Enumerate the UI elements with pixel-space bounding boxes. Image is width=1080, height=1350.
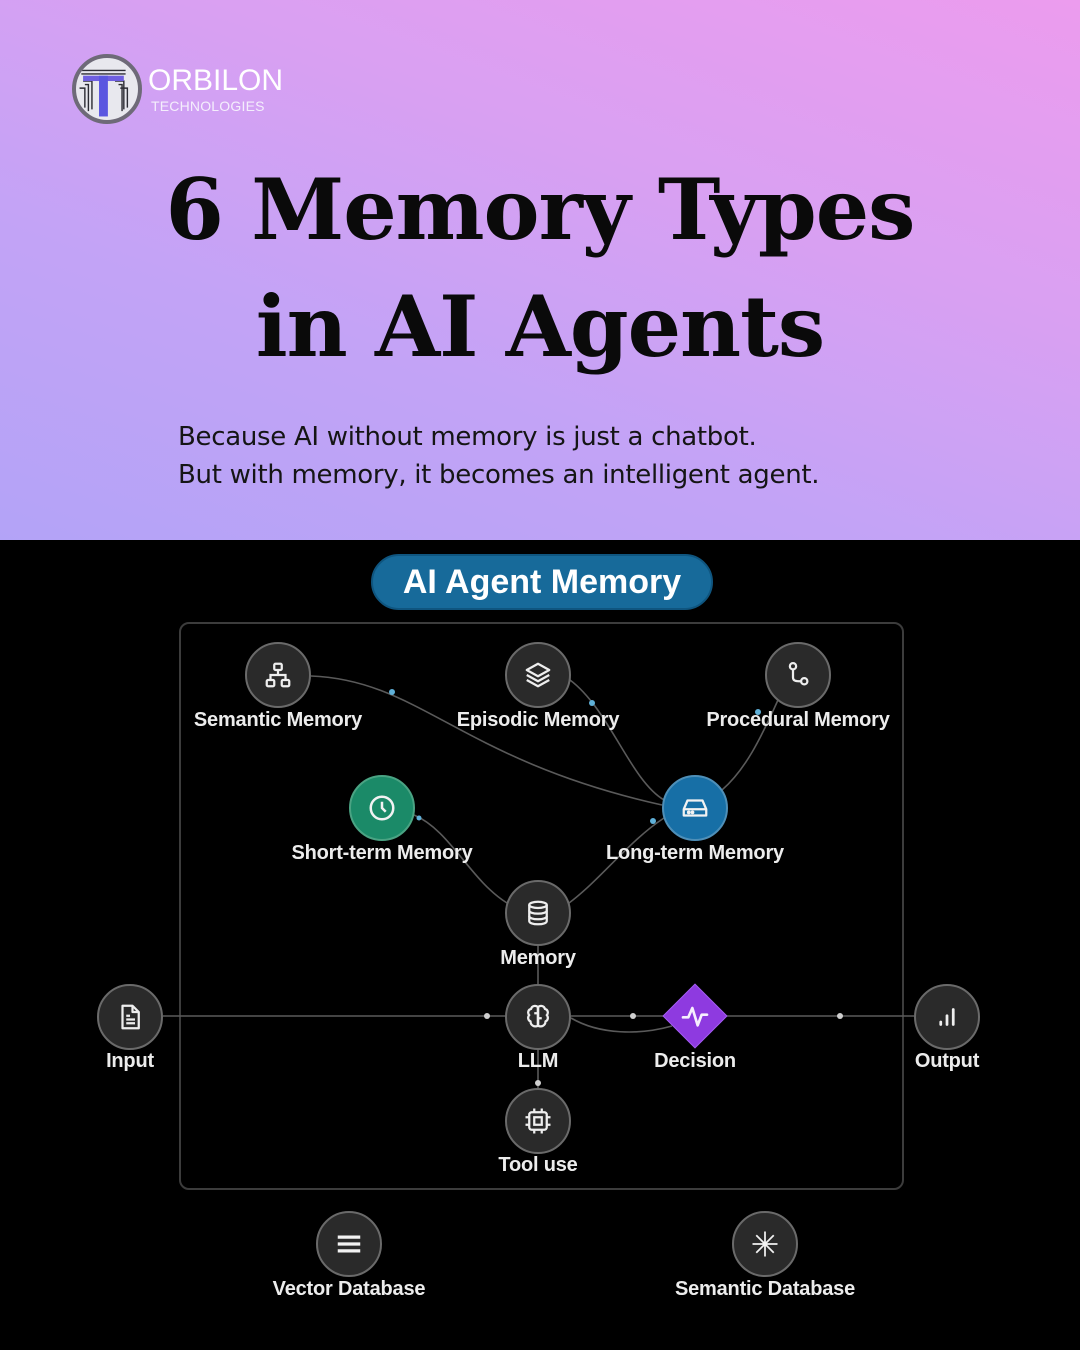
node-output[interactable] (914, 984, 980, 1050)
brand-logo: ORBILON TECHNOLOGIES (72, 54, 283, 124)
clock-icon (369, 795, 395, 821)
cpu-chip-icon (525, 1108, 551, 1134)
node-semantic-database[interactable] (732, 1211, 798, 1277)
label-procedural-memory: Procedural Memory (706, 709, 890, 731)
page-title-line-1: 6 Memory Types (165, 160, 916, 259)
subtitle-line-1: Because AI without memory is just a chat… (178, 422, 757, 452)
label-semantic-memory: Semantic Memory (193, 709, 363, 731)
label-decision: Decision (654, 1050, 736, 1072)
label-memory: Memory (500, 947, 576, 969)
document-icon (121, 1004, 140, 1030)
node-procedural-memory[interactable] (765, 642, 831, 708)
label-tool-use: Tool use (498, 1154, 578, 1176)
label-semantic-database: Semantic Database (674, 1278, 856, 1300)
diagram-title-badge: AI Agent Memory (371, 554, 713, 610)
subtitle: Because AI without memory is just a chat… (178, 418, 820, 494)
menu-lines-icon (337, 1235, 361, 1253)
subtitle-line-2: But with memory, it becomes an intellige… (178, 460, 820, 490)
node-llm[interactable] (505, 984, 571, 1050)
hierarchy-icon (265, 662, 291, 688)
label-vector-database: Vector Database (272, 1278, 426, 1300)
label-llm: LLM (517, 1050, 559, 1072)
orbilon-logo-icon (72, 54, 142, 124)
diagram-frame (179, 622, 904, 1190)
node-vector-database[interactable] (316, 1211, 382, 1277)
hero-banner: ORBILON TECHNOLOGIES 6 Memory Types in A… (0, 0, 1080, 540)
label-output: Output (914, 1050, 980, 1072)
label-short-term-memory: Short-term Memory (291, 842, 473, 864)
bar-chart-icon (939, 1008, 955, 1026)
hard-drive-icon (682, 799, 708, 817)
node-short-term-memory[interactable] (349, 775, 415, 841)
node-tool-use[interactable] (505, 1088, 571, 1154)
label-episodic-memory: Episodic Memory (456, 709, 620, 731)
layers-icon (525, 662, 551, 688)
activity-icon (681, 1006, 709, 1027)
node-long-term-memory[interactable] (662, 775, 728, 841)
label-input: Input (106, 1050, 154, 1072)
brand-tagline: TECHNOLOGIES (151, 97, 265, 114)
database-icon (528, 900, 548, 926)
node-memory[interactable] (505, 880, 571, 946)
label-long-term-memory: Long-term Memory (606, 842, 784, 864)
brain-icon (527, 1004, 549, 1028)
page-title-line-2: in AI Agents (255, 277, 825, 376)
node-semantic-memory[interactable] (245, 642, 311, 708)
node-episodic-memory[interactable] (505, 642, 571, 708)
node-input[interactable] (97, 984, 163, 1050)
asterisk-icon (752, 1231, 778, 1257)
git-branch-icon (788, 662, 809, 686)
brand-name: ORBILON (148, 63, 284, 97)
